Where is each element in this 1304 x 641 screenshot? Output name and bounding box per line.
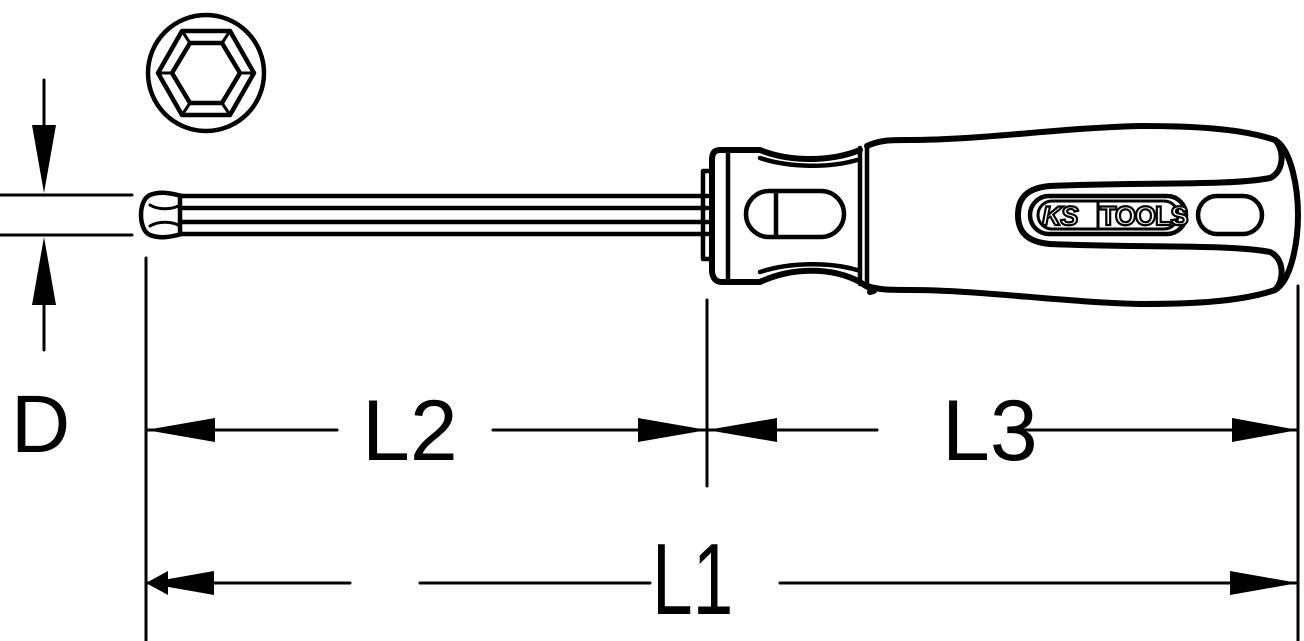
arrow-right-icon <box>1232 418 1298 442</box>
dimension-label-l3: L3 <box>942 383 1038 479</box>
arrow-up-icon <box>32 237 56 305</box>
arrow-down-icon <box>32 125 56 193</box>
arrow-right-icon <box>638 418 707 442</box>
arrow-left-icon <box>707 418 777 442</box>
hexagon-socket-icon <box>145 12 267 134</box>
dimension-label-d: D <box>11 379 70 470</box>
dimension-l3: L3 <box>705 383 1300 479</box>
logo-ks: KS <box>1042 201 1078 231</box>
handle: KS TOOLS <box>700 123 1301 307</box>
logo-tools: TOOLS <box>1100 201 1188 231</box>
dimension-d: D <box>0 78 134 470</box>
dimension-label-l2: L2 <box>362 383 458 479</box>
dimension-l1: L1 <box>144 522 1300 636</box>
ks-tools-logo: KS TOOLS <box>1027 193 1190 237</box>
arrow-right-icon <box>1230 571 1298 595</box>
dimension-label-l1: L1 <box>652 522 733 636</box>
blade <box>138 190 711 240</box>
dimension-l2: L2 <box>144 383 709 479</box>
arrow-left-icon <box>146 418 215 442</box>
